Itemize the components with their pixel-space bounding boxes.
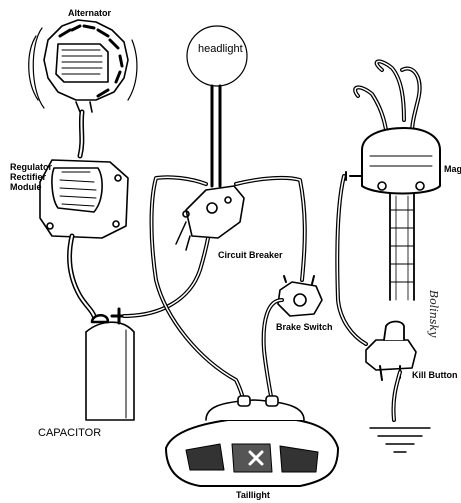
label-taillight: Taillight [236,490,270,500]
label-brake-switch: Brake Switch [276,322,333,332]
label-circuit-breaker: Circuit Breaker [218,250,283,260]
label-capacitor: CAPACITOR [38,427,101,439]
label-headlight: headlight [198,43,243,55]
headlight [186,25,248,87]
taillight [165,395,339,487]
mag [345,59,441,301]
label-kill-button: Kill Button [412,370,458,380]
label-regulator: Regulator Rectifier Module [10,162,53,192]
signature: Bolinsky [427,289,440,338]
label-alternator: Alternator [68,8,112,18]
kill-button [365,320,431,453]
alternator [28,19,138,113]
brake-switch [277,275,323,317]
label-mag: Mag [444,164,461,174]
capacitor [85,307,135,421]
regulator-module [39,159,129,239]
circuit-breaker [175,185,245,251]
